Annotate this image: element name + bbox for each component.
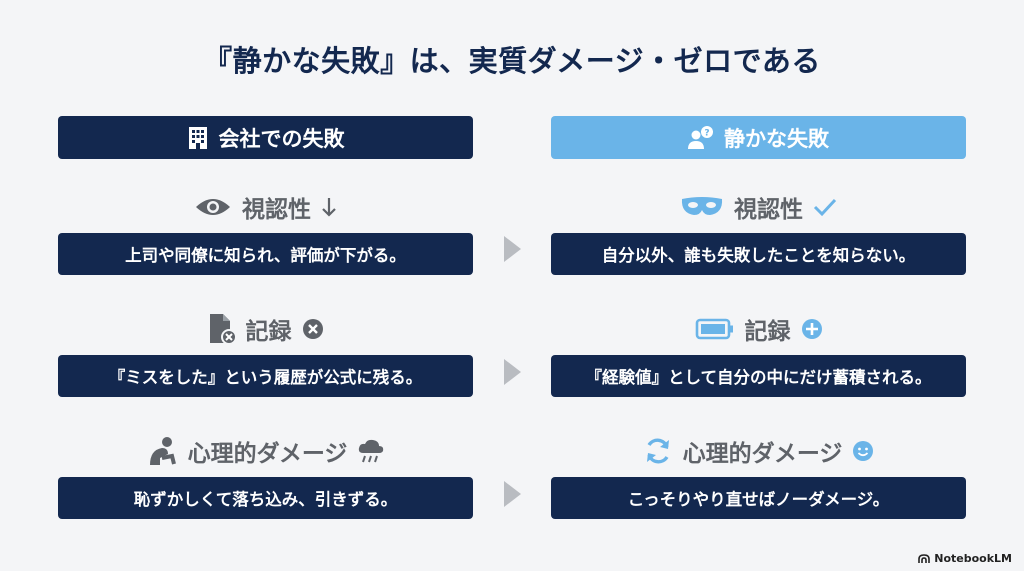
left-record-label-row: 記録 bbox=[58, 309, 473, 349]
right-visibility-text: 自分以外、誰も失敗したことを知らない。 bbox=[551, 233, 966, 275]
page-title: 『静かな失敗』は、実質ダメージ・ゼロである bbox=[203, 44, 821, 78]
refresh-icon bbox=[643, 436, 673, 466]
right-visibility-label: 視認性 bbox=[734, 197, 803, 223]
svg-text:?: ? bbox=[704, 128, 709, 138]
company-failure-header: 会社での失敗 bbox=[58, 116, 473, 159]
down-arrow-icon bbox=[321, 196, 337, 218]
left-psych-label: 心理的ダメージ bbox=[187, 441, 348, 467]
rain-cloud-icon bbox=[357, 438, 385, 464]
right-record-label: 記録 bbox=[744, 319, 791, 345]
document-x-icon bbox=[208, 313, 236, 345]
right-psych-text: こっそりやり直せばノーダメージ。 bbox=[551, 477, 966, 519]
right-arrow-icon bbox=[504, 359, 521, 385]
left-record-text: 『ミスをした』という履歴が公式に残る。 bbox=[58, 355, 473, 397]
right-arrow-icon bbox=[504, 481, 521, 507]
right-record-group: 記録 『経験値』として自分の中にだけ蓄積される。 bbox=[551, 309, 966, 397]
plus-circle-icon bbox=[801, 318, 823, 340]
quiet-failure-title: 静かな失敗 bbox=[724, 126, 829, 151]
quiet-failure-header: ? 静かな失敗 bbox=[551, 116, 966, 159]
left-visibility-text: 上司や同僚に知られ、評価が下がる。 bbox=[58, 233, 473, 275]
x-circle-icon bbox=[302, 318, 324, 340]
notebooklm-logo-icon bbox=[918, 553, 931, 564]
company-failure-column: 会社での失敗 視認性 上司や同僚に知られ、評価が下がる。 bbox=[58, 116, 473, 519]
distressed-person-icon bbox=[146, 436, 178, 466]
left-record-group: 記録 『ミスをした』という履歴が公式に残る。 bbox=[58, 309, 473, 397]
right-visibility-group: 視認性 自分以外、誰も失敗したことを知らない。 bbox=[551, 187, 966, 275]
left-psych-text: 恥ずかしくて落ち込み、引きずる。 bbox=[58, 477, 473, 519]
company-failure-title: 会社での失敗 bbox=[218, 126, 345, 151]
footer-branding: NotebookLM bbox=[918, 552, 1012, 565]
left-visibility-label-row: 視認性 bbox=[58, 187, 473, 227]
check-icon bbox=[813, 197, 837, 217]
mask-icon bbox=[680, 195, 724, 219]
right-record-text: 『経験値』として自分の中にだけ蓄積される。 bbox=[551, 355, 966, 397]
person-question-icon: ? bbox=[688, 125, 714, 150]
right-psych-label: 心理的ダメージ bbox=[682, 441, 843, 467]
footer-text: NotebookLM bbox=[934, 552, 1012, 565]
smile-icon bbox=[852, 440, 874, 462]
eye-icon bbox=[194, 195, 232, 219]
right-psych-label-row: 心理的ダメージ bbox=[551, 431, 966, 471]
left-psych-label-row: 心理的ダメージ bbox=[58, 431, 473, 471]
left-visibility-group: 視認性 上司や同僚に知られ、評価が下がる。 bbox=[58, 187, 473, 275]
left-record-label: 記録 bbox=[245, 319, 292, 345]
left-visibility-label: 視認性 bbox=[242, 197, 311, 223]
building-icon bbox=[187, 126, 209, 150]
right-visibility-label-row: 視認性 bbox=[551, 187, 966, 227]
right-arrow-icon bbox=[504, 236, 521, 262]
right-record-label-row: 記録 bbox=[551, 309, 966, 349]
right-psych-group: 心理的ダメージ こっそりやり直せばノーダメージ。 bbox=[551, 431, 966, 519]
left-psych-group: 心理的ダメージ 恥ずかしくて落ち込み、引きずる。 bbox=[58, 431, 473, 519]
quiet-failure-column: ? 静かな失敗 視認性 自分以外、誰も失敗したことを知らない。 bbox=[551, 116, 966, 519]
battery-icon bbox=[695, 317, 735, 341]
